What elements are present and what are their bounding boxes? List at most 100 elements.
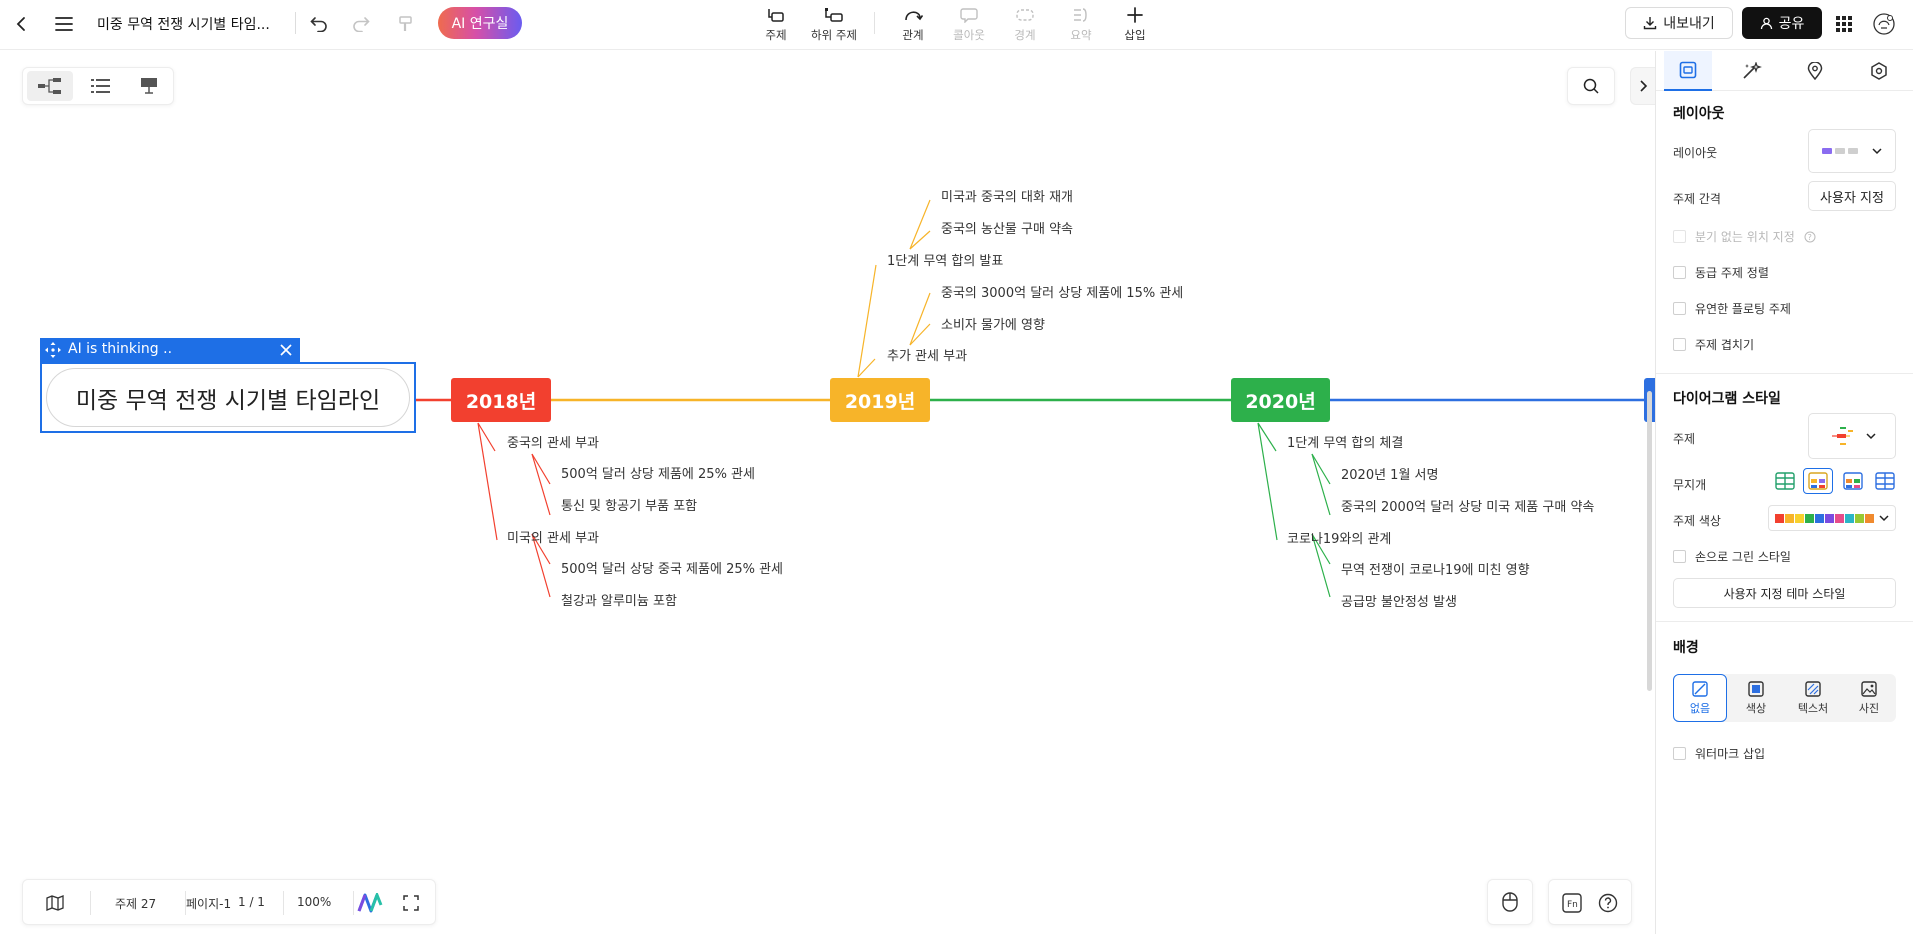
branch-2018-lines	[477, 422, 551, 598]
tab-style-icon[interactable]	[1664, 51, 1712, 91]
subtopic-2018-us-tariffs-detail-1[interactable]: 500억 달러 상당 중국 제품에 25% 관세	[561, 562, 784, 577]
checkbox-flexible-floating[interactable]: 유연한 플로팅 주제	[1673, 300, 1791, 317]
page-label[interactable]: 페이지-1	[186, 897, 232, 911]
subtopic-2018-us-tariffs-detail-2[interactable]: 철강과 알루미늄 포함	[561, 594, 677, 609]
topic-tool[interactable]: 주제	[748, 4, 804, 46]
rainbow-option-2[interactable]	[1803, 468, 1833, 494]
theme-color-select[interactable]	[1768, 505, 1896, 531]
rainbow-option-3[interactable]	[1839, 468, 1866, 494]
export-button[interactable]: 내보내기	[1625, 7, 1733, 39]
checkbox-hand-drawn[interactable]: 손으로 그린 스타일	[1673, 548, 1791, 565]
redo-icon[interactable]	[347, 10, 375, 38]
checkbox-free-position-label: 분기 없는 위치 지정	[1695, 230, 1795, 244]
subtopic-2018-china-tariffs[interactable]: 중국의 관세 부과	[507, 436, 599, 451]
search-button[interactable]	[1567, 67, 1615, 105]
bg-option-photo[interactable]: 사진	[1842, 674, 1896, 722]
outline-view-icon[interactable]	[79, 71, 123, 101]
bg-option-color[interactable]: 색상	[1729, 674, 1783, 722]
subtopic-2019-extra-tariffs[interactable]: 추가 관세 부과	[887, 349, 968, 364]
tab-ai-style-icon[interactable]	[1728, 51, 1776, 91]
rainbow-option-4[interactable]	[1871, 468, 1898, 494]
avatar[interactable]	[1870, 10, 1898, 38]
divider	[90, 891, 91, 915]
fullscreen-icon[interactable]	[399, 891, 423, 915]
subtopic-2018-china-tariffs-detail-1[interactable]: 500억 달러 상당 제품에 25% 관세	[561, 467, 755, 482]
drag-handle-icon[interactable]	[44, 341, 62, 359]
tab-marker-icon[interactable]	[1791, 51, 1839, 91]
close-icon[interactable]	[280, 344, 292, 356]
insert-tool[interactable]: 삽입	[1107, 4, 1163, 46]
mindmap-view-icon[interactable]	[27, 71, 73, 101]
menu-icon[interactable]	[50, 10, 78, 38]
theme-preview-icon	[1832, 427, 1853, 445]
subtopic-2020-covid-detail-1[interactable]: 무역 전쟁이 코로나19에 미친 영향	[1341, 563, 1530, 578]
callout-tool[interactable]: 콜아웃	[941, 4, 997, 46]
subtopic-2018-china-tariffs-detail-2[interactable]: 통신 및 항공기 부품 포함	[561, 499, 698, 514]
panel-collapse-icon[interactable]	[1630, 67, 1655, 105]
ai-logo-icon[interactable]	[355, 890, 385, 916]
presentation-view-icon[interactable]	[127, 71, 171, 101]
subtopic-2020-phase1-detail-2[interactable]: 중국의 2000억 달러 상당 미국 제품 구매 약속	[1341, 500, 1595, 515]
subtopic-2020-covid-detail-2[interactable]: 공급망 불안정성 발생	[1341, 595, 1457, 610]
undo-icon[interactable]	[305, 10, 333, 38]
mindmap-canvas[interactable]: AI is thinking .. 미중 무역 전쟁 시기별 타임라인 2018…	[0, 51, 1655, 934]
theme-label: 주제	[1673, 432, 1696, 446]
subtopic-2019-phase1-detail-1[interactable]: 미국과 중국의 대화 재개	[941, 190, 1073, 205]
year-2018-topic[interactable]: 2018년	[451, 378, 551, 422]
apps-grid-icon[interactable]	[1830, 10, 1858, 38]
checkbox-watermark[interactable]: 워터마크 삽입	[1673, 745, 1765, 762]
question-icon[interactable]: ?	[1804, 231, 1816, 243]
summary-tool[interactable]: 요약	[1053, 4, 1109, 46]
subtopic-2019-extra-tariffs-detail-1[interactable]: 중국의 3000억 달러 상당 제품에 15% 관세	[941, 286, 1184, 301]
boundary-tool[interactable]: 경계	[997, 4, 1053, 46]
chevron-down-icon	[1866, 433, 1876, 440]
ai-lab-button[interactable]: AI 연구실	[438, 7, 522, 39]
search-icon	[1583, 78, 1599, 94]
subtopic-2020-phase1-signed[interactable]: 1단계 무역 합의 체결	[1287, 436, 1404, 451]
subtopic-2020-covid[interactable]: 코로나19와의 관계	[1287, 532, 1392, 547]
root-topic[interactable]: 미중 무역 전쟁 시기별 타임라인	[46, 368, 410, 427]
document-title[interactable]: 미중 무역 전쟁 시기별 타임...	[97, 17, 270, 33]
checkbox-free-position[interactable]: 분기 없는 위치 지정 ?	[1673, 228, 1816, 245]
subtopic-2019-phase1-announce[interactable]: 1단계 무역 합의 발표	[887, 254, 1004, 269]
share-label: 공유	[1778, 16, 1805, 32]
checkbox-overlap[interactable]: 주제 겹치기	[1673, 336, 1754, 353]
help-icon[interactable]	[1595, 891, 1621, 915]
chevron-down-icon	[1872, 148, 1882, 155]
custom-theme-style-button[interactable]: 사용자 지정 테마 스타일	[1673, 578, 1896, 608]
subtopic-2020-phase1-detail-1[interactable]: 2020년 1월 서명	[1341, 468, 1439, 483]
checkbox-align-same-level[interactable]: 동급 주제 정렬	[1673, 264, 1769, 281]
bottom-status-bar: 주제 27 페이지-1 1 / 1 100%	[22, 879, 436, 925]
background-section-title: 배경	[1673, 640, 1699, 656]
bg-option-texture-label: 텍스처	[1797, 701, 1829, 715]
zoom-level[interactable]: 100%	[297, 895, 332, 909]
function-key-icon[interactable]: Fn	[1559, 891, 1585, 915]
layout-select[interactable]	[1808, 129, 1896, 173]
bg-option-photo-label: 사진	[1858, 701, 1880, 715]
relationship-tool[interactable]: 관계	[885, 4, 941, 46]
share-button[interactable]: 공유	[1742, 7, 1822, 39]
tab-theme-icon[interactable]	[1855, 51, 1903, 91]
bg-option-none[interactable]: 없음	[1673, 674, 1727, 722]
topic-tool-label: 주제	[765, 28, 787, 42]
theme-select[interactable]	[1808, 413, 1896, 459]
spacing-select[interactable]: 사용자 지정	[1808, 181, 1896, 211]
subtopic-2019-phase1-detail-2[interactable]: 중국의 농산물 구매 약속	[941, 222, 1073, 237]
panel-tabs	[1656, 51, 1913, 91]
checkbox-box	[1673, 550, 1686, 563]
mouse-mode-button[interactable]	[1487, 879, 1533, 925]
year-2020-topic[interactable]: 2020년	[1231, 378, 1330, 422]
help-tools: Fn	[1548, 879, 1632, 925]
vertical-scrollbar[interactable]	[1647, 391, 1652, 691]
year-2019-topic[interactable]: 2019년	[830, 378, 930, 422]
format-painter-icon[interactable]	[392, 10, 420, 38]
subtopic-2019-extra-tariffs-detail-2[interactable]: 소비자 물가에 영향	[941, 318, 1045, 333]
map-overview-icon[interactable]	[43, 891, 67, 915]
rainbow-option-1[interactable]	[1771, 468, 1798, 494]
boundary-tool-label: 경계	[1014, 28, 1036, 42]
subtopic-tool[interactable]: 하위 주제	[806, 4, 862, 46]
checkbox-box	[1673, 338, 1686, 351]
subtopic-2018-us-tariffs[interactable]: 미국의 관세 부과	[507, 531, 599, 546]
back-icon[interactable]	[8, 10, 36, 38]
bg-option-texture[interactable]: 텍스처	[1786, 674, 1840, 722]
